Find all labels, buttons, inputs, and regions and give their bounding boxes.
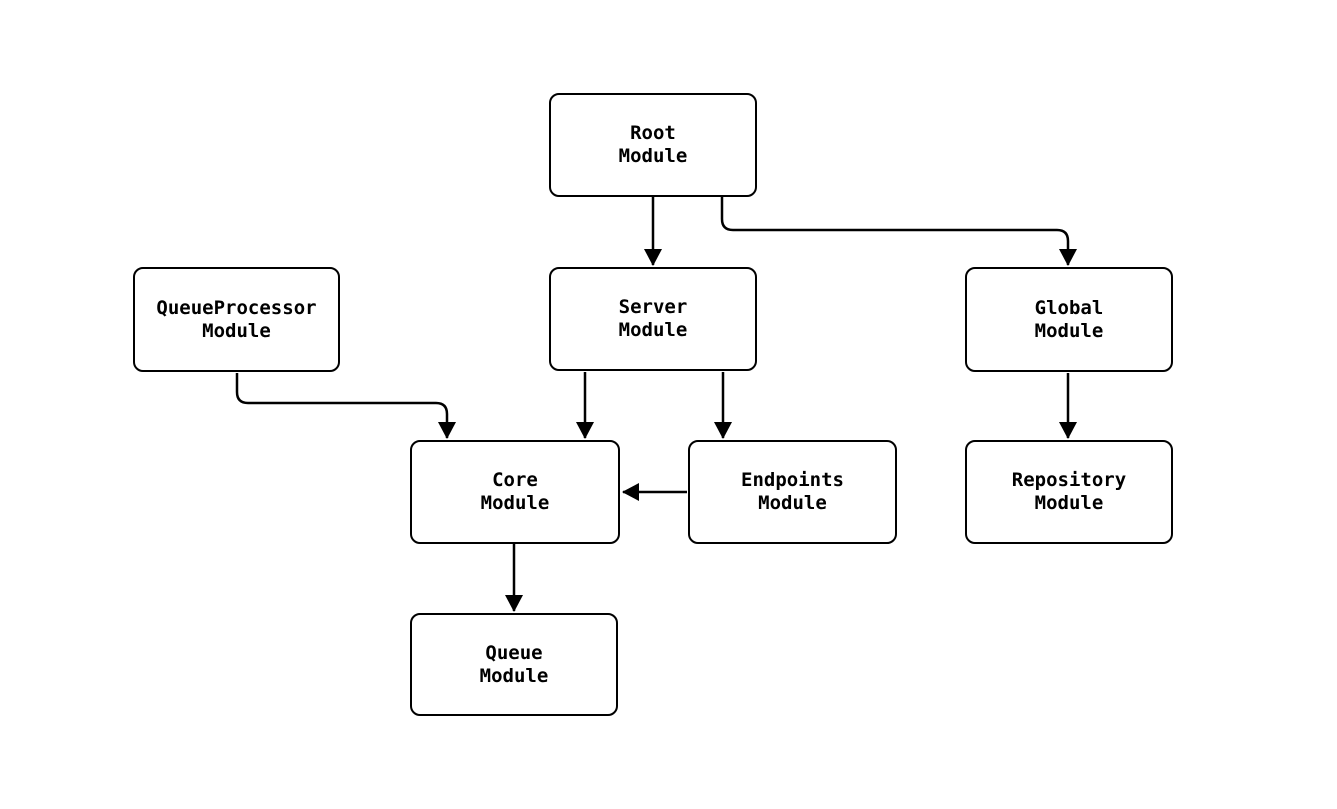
node-core-module-label: Core Module (480, 469, 550, 514)
node-queueprocessor-module: QueueProcessor Module (133, 267, 340, 372)
node-repository-module: Repository Module (965, 440, 1173, 544)
node-server-module: Server Module (549, 267, 757, 371)
node-server-module-label: Server Module (618, 296, 688, 341)
node-queue-module: Queue Module (410, 613, 618, 716)
node-endpoints-module-label: Endpoints Module (741, 469, 844, 514)
node-global-module: Global Module (965, 267, 1173, 372)
edge-root-to-global (720, 197, 1077, 266)
node-root-module-label: Root Module (618, 122, 688, 167)
node-queue-module-label: Queue Module (479, 641, 549, 687)
node-core-module: Core Module (410, 440, 620, 544)
node-global-module-label: Global Module (1034, 296, 1104, 342)
node-queueprocessor-module-label: QueueProcessor Module (156, 296, 317, 342)
node-repository-module-label: Repository Module (1011, 469, 1127, 514)
node-endpoints-module: Endpoints Module (688, 440, 897, 544)
node-root-module: Root Module (549, 93, 757, 197)
edge-queueprocessor-to-core (235, 373, 456, 439)
